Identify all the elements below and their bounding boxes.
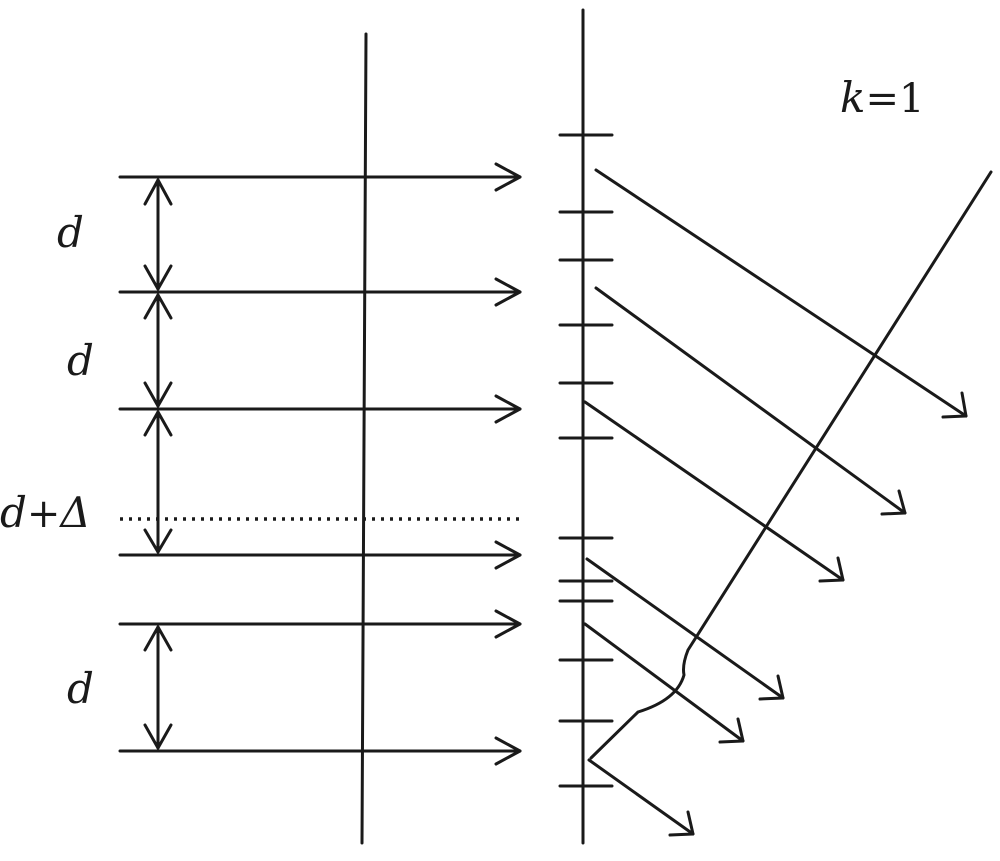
spacing-dimensions	[143, 178, 173, 750]
arrow-head	[718, 717, 745, 744]
label-spacing-top: d	[57, 208, 84, 257]
diffracted-beam	[594, 168, 968, 418]
arrow-head	[818, 556, 845, 583]
arrow-head	[758, 674, 785, 701]
arrow-head	[880, 489, 907, 516]
arrow-head	[494, 162, 522, 192]
label-spacing-middle: d	[67, 336, 94, 385]
diffracted-beam	[594, 286, 907, 515]
wavefront-curve	[589, 170, 993, 760]
arrow-head	[494, 277, 522, 307]
arrow-head	[941, 391, 968, 419]
arrow-head	[494, 540, 522, 570]
grating-bars	[558, 133, 614, 788]
arrow-head	[494, 736, 522, 766]
incident-beams	[118, 162, 522, 766]
arrow-head	[494, 394, 522, 424]
reference-line	[360, 32, 368, 845]
label-spacing-bottom: d	[67, 664, 94, 713]
arrow-head	[668, 810, 695, 837]
diffracted-beam	[583, 400, 845, 582]
label-spacing-shifted: d+Δ	[0, 488, 91, 537]
label-diffraction-order: k=1	[840, 73, 924, 122]
diffracted-beams	[583, 168, 968, 837]
diffracted-beam	[587, 758, 695, 836]
arrow-head	[494, 609, 522, 639]
diffracted-beam	[583, 622, 745, 743]
diffracted-beam	[585, 557, 785, 700]
